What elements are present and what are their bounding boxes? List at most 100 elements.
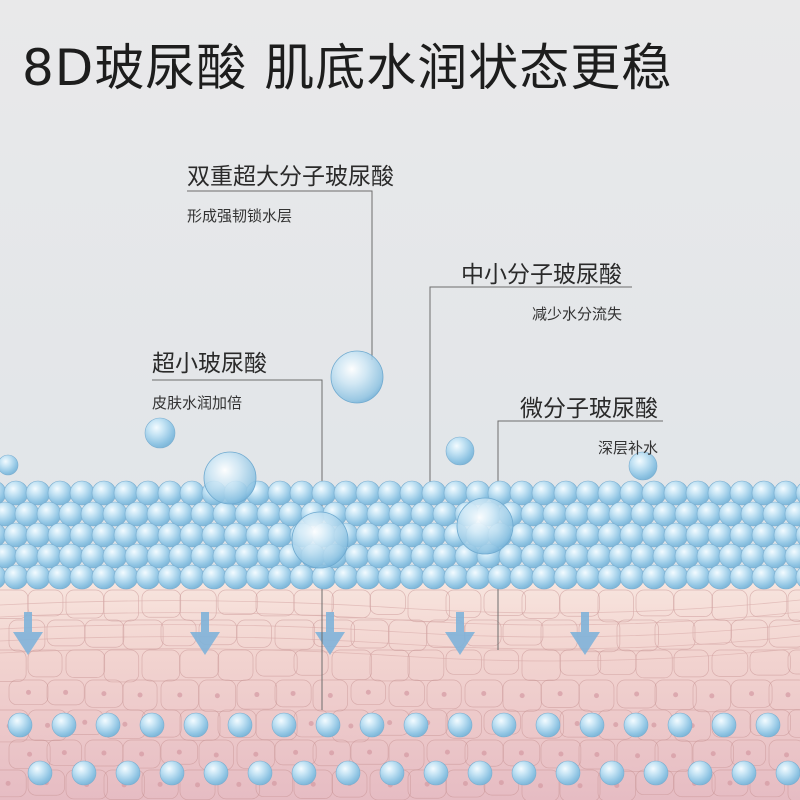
skin-cell (179, 709, 221, 741)
hyaluronic-sphere (102, 501, 128, 527)
hyaluronic-sphere (179, 480, 205, 506)
skin-cell (578, 679, 615, 712)
cell-nucleus (214, 693, 220, 699)
hyaluronic-sphere (71, 760, 97, 786)
cell-nucleus (481, 691, 487, 697)
hyaluronic-sphere (399, 564, 425, 590)
down-arrow-icon (570, 612, 600, 655)
skin-cell (103, 589, 139, 622)
hyaluronic-sphere (135, 564, 161, 590)
hyaluronic-sphere (707, 480, 733, 506)
hyaluronic-sphere (564, 543, 590, 569)
skin-cell (312, 739, 351, 767)
cell-nucleus (82, 719, 88, 725)
hyaluronic-sphere (641, 522, 667, 548)
hyaluronic-sphere (146, 501, 172, 527)
hyaluronic-sphere (58, 543, 84, 569)
hyaluronic-sphere (36, 543, 62, 569)
cell-nucleus (195, 782, 201, 788)
hyaluronic-sphere (333, 480, 359, 506)
hyaluronic-sphere (630, 543, 656, 569)
hyaluronic-sphere (487, 564, 513, 590)
cell-nucleus (671, 753, 677, 759)
cell-nucleus (271, 780, 277, 786)
hyaluronic-sphere (69, 480, 95, 506)
hyaluronic-sphere (377, 480, 403, 506)
skin-cell (160, 679, 199, 711)
skin-cell (730, 679, 773, 708)
cell-nucleus (441, 691, 447, 697)
cell-nucleus (481, 750, 487, 756)
skin-cell (483, 589, 526, 616)
hyaluronic-sphere (289, 480, 315, 506)
skin-cell (217, 649, 254, 681)
cell-nucleus (290, 690, 296, 696)
hyaluronic-spheres (0, 417, 800, 786)
skin-cell (768, 679, 800, 710)
hyaluronic-sphere (410, 543, 436, 569)
skin-cell (293, 649, 329, 676)
cell-nucleus (727, 780, 733, 786)
cell-nucleus (101, 750, 107, 756)
cell-nucleus (367, 749, 373, 755)
cell-nucleus (5, 780, 11, 786)
hyaluronic-sphere (291, 760, 317, 786)
skin-cell (730, 619, 768, 648)
hyaluronic-sphere (115, 760, 141, 786)
hyaluronic-sphere (256, 501, 282, 527)
hyaluronic-sphere (333, 564, 359, 590)
large-molecule-spheres (203, 350, 514, 569)
cell-nucleus (25, 689, 31, 695)
cell-nucleus (27, 751, 33, 757)
large-hyaluronic-sphere (203, 451, 257, 505)
skin-cell (654, 739, 693, 772)
skin-cell (0, 649, 27, 682)
epidermis-line (0, 611, 800, 626)
skin-cell (388, 739, 425, 771)
cell-nucleus (558, 751, 564, 757)
cell-nucleus (310, 781, 316, 787)
hyaluronic-sphere (520, 543, 546, 569)
hyaluronic-sphere (773, 564, 799, 590)
hyaluronic-sphere (159, 760, 185, 786)
cell-nucleus (557, 691, 563, 697)
hyaluronic-sphere (223, 564, 249, 590)
skin-cell (787, 649, 800, 675)
cell-nucleus (157, 781, 163, 787)
skin-cell (179, 649, 220, 679)
cell-nucleus (63, 689, 69, 695)
skin-cell (65, 589, 104, 619)
skin-cell (768, 619, 800, 648)
hyaluronic-sphere (25, 522, 51, 548)
cell-nucleus (254, 692, 260, 698)
epidermis-line (0, 635, 800, 650)
skin-cell (274, 679, 312, 708)
hyaluronic-sphere (179, 564, 205, 590)
hyaluronic-sphere (311, 564, 337, 590)
hyaluronic-sphere (47, 564, 73, 590)
hyaluronic-sphere (784, 543, 800, 569)
hyaluronic-sphere (190, 501, 216, 527)
skin-cell (350, 679, 387, 705)
hyaluronic-sphere (663, 480, 689, 506)
cell-nucleus (177, 692, 183, 698)
hyaluronic-sphere (399, 480, 425, 506)
hyaluronic-sphere (491, 712, 517, 738)
hyaluronic-sphere (379, 760, 405, 786)
hyaluronic-sphere (227, 712, 253, 738)
hyaluronic-sphere (579, 712, 605, 738)
skin-cell (46, 679, 85, 706)
hyaluronic-sphere (399, 522, 425, 548)
hyaluronic-sphere (762, 501, 788, 527)
cell-nucleus (673, 692, 679, 698)
skin-cell (217, 589, 258, 615)
hyaluronic-sphere (687, 760, 713, 786)
cell-nucleus (574, 721, 580, 727)
skin-cell (559, 769, 601, 800)
cell-nucleus (139, 751, 145, 757)
hyaluronic-sphere (432, 501, 458, 527)
skin-cell (673, 589, 713, 617)
hyaluronic-sphere (245, 522, 271, 548)
hyaluronic-sphere (139, 712, 165, 738)
hyaluronic-sphere (0, 454, 19, 476)
